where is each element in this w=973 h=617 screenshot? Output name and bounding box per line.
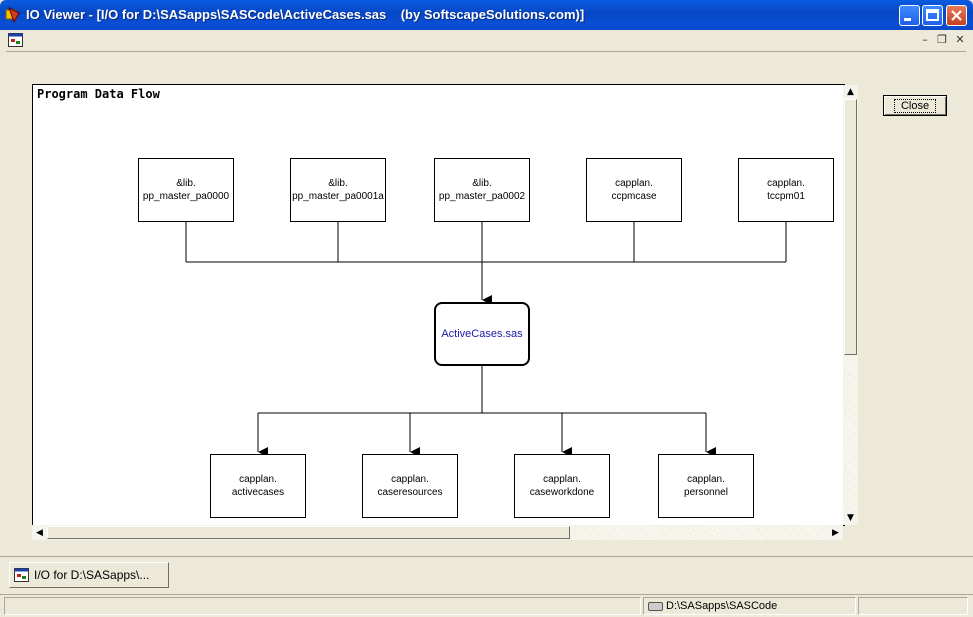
scroll-down-icon[interactable]: ▼: [847, 513, 854, 523]
node-libref: capplan.: [239, 474, 277, 485]
node-libref: capplan.: [543, 474, 581, 485]
node-libref: capplan.: [687, 474, 725, 485]
window-title: IO Viewer - [I/O for D:\SASapps\SASCode\…: [26, 7, 585, 22]
mdi-restore-button[interactable]: ❐: [937, 33, 947, 46]
status-pane-path: D:\SASapps\SASCode: [643, 597, 856, 615]
document-tab-label: I/O for D:\SASapps\...: [34, 568, 150, 582]
scroll-up-icon[interactable]: ▲: [847, 87, 854, 97]
horizontal-scroll-track[interactable]: [572, 525, 827, 540]
node-libref: capplan.: [615, 178, 653, 189]
maximize-icon: [926, 9, 939, 21]
scroll-right-icon[interactable]: ▶: [832, 528, 839, 538]
output-dataset-node[interactable]: capplan. caseworkdone: [514, 454, 610, 518]
mdi-minimize-button[interactable]: –: [922, 33, 928, 46]
document-icon[interactable]: [8, 33, 23, 47]
node-dataset: pp_master_pa0000: [142, 191, 230, 202]
node-libref: &lib.: [328, 178, 348, 189]
close-button[interactable]: Close: [883, 95, 947, 116]
vertical-scrollbar[interactable]: ▲ ▼: [843, 85, 858, 525]
title-bar[interactable]: IO Viewer - [I/O for D:\SASapps\SASCode\…: [0, 0, 973, 30]
mdi-menu-strip: – ❐ ✕: [0, 30, 973, 50]
drive-icon: [648, 601, 663, 611]
output-dataset-node[interactable]: capplan. personnel: [658, 454, 754, 518]
node-dataset: tccpm01: [767, 191, 805, 202]
horizontal-scroll-thumb[interactable]: [47, 526, 570, 539]
minimize-icon: [904, 18, 911, 21]
node-dataset: ccpmcase: [611, 191, 657, 202]
horizontal-scrollbar[interactable]: ◀ ▶: [32, 525, 843, 540]
output-dataset-node[interactable]: capplan. caseresources: [362, 454, 458, 518]
status-bar: D:\SASapps\SASCode: [0, 594, 973, 617]
document-tab[interactable]: I/O for D:\SASapps\...: [9, 562, 169, 588]
node-dataset: pp_master_pa0002: [438, 191, 526, 202]
program-node[interactable]: ActiveCases.sas: [434, 302, 530, 366]
vertical-scroll-thumb[interactable]: [844, 99, 857, 355]
input-dataset-node[interactable]: &lib. pp_master_pa0001a: [290, 158, 386, 222]
node-libref: &lib.: [472, 178, 492, 189]
output-dataset-node[interactable]: capplan. activecases: [210, 454, 306, 518]
minimize-button[interactable]: [899, 5, 920, 26]
node-libref: &lib.: [176, 178, 196, 189]
scroll-left-icon[interactable]: ◀: [36, 528, 43, 538]
canvas-title: Program Data Flow: [37, 87, 160, 101]
app-icon: [5, 7, 20, 23]
node-dataset: pp_master_pa0001a: [292, 191, 384, 202]
node-libref: capplan.: [391, 474, 429, 485]
node-dataset: personnel: [684, 487, 728, 498]
status-pane-extra: [858, 597, 968, 615]
status-pane-message: [4, 597, 641, 615]
node-libref: capplan.: [767, 178, 805, 189]
close-icon: [951, 10, 962, 21]
input-dataset-node[interactable]: &lib. pp_master_pa0000: [138, 158, 234, 222]
node-dataset: activecases: [231, 487, 285, 498]
close-window-button[interactable]: [946, 5, 967, 26]
program-name: ActiveCases.sas: [441, 327, 523, 340]
mdi-close-button[interactable]: ✕: [955, 33, 965, 46]
data-flow-canvas[interactable]: Program Data Flow: [32, 84, 845, 526]
maximize-button[interactable]: [922, 5, 943, 26]
node-dataset: caseworkdone: [529, 487, 595, 498]
input-dataset-node[interactable]: &lib. pp_master_pa0002: [434, 158, 530, 222]
window-tab-strip: I/O for D:\SASapps\...: [0, 556, 973, 593]
vertical-scroll-track[interactable]: [843, 357, 858, 509]
input-dataset-node[interactable]: capplan. tccpm01: [738, 158, 834, 222]
node-dataset: caseresources: [377, 487, 443, 498]
document-icon: [14, 568, 29, 582]
close-button-label: Close: [893, 99, 937, 113]
input-dataset-node[interactable]: capplan. ccpmcase: [586, 158, 682, 222]
status-path: D:\SASapps\SASCode: [666, 600, 778, 612]
flow-connectors: [185, 222, 787, 457]
